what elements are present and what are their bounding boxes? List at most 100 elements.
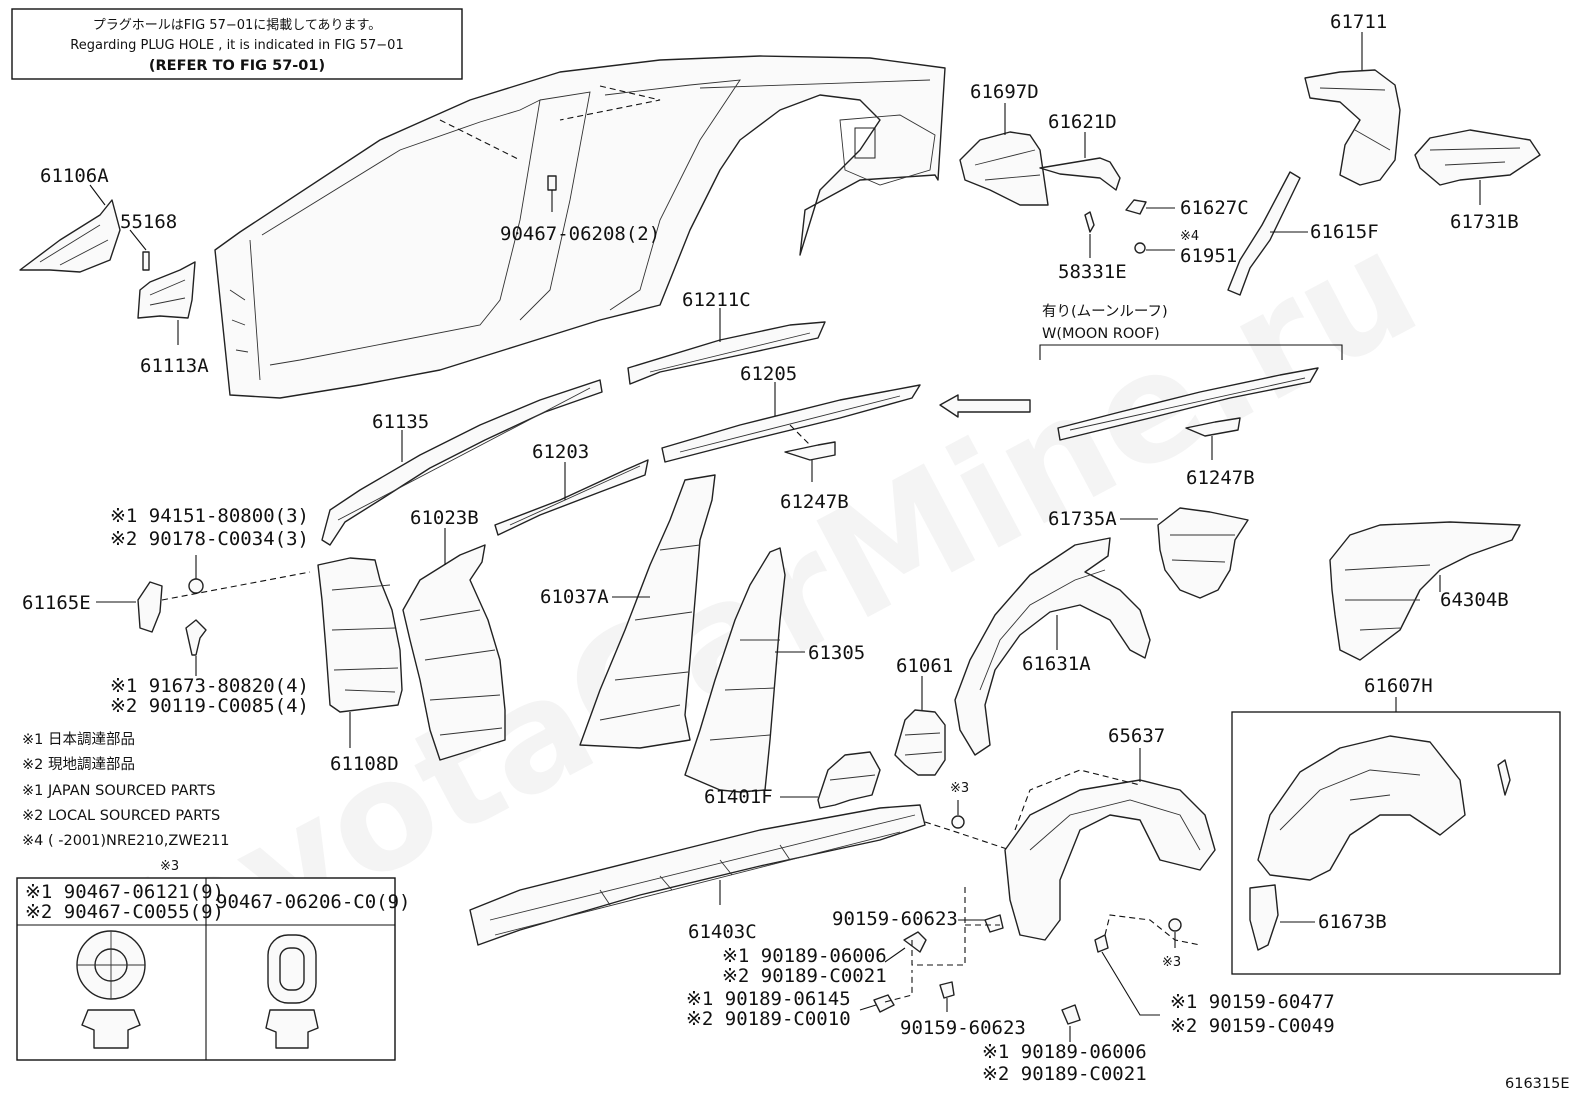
legend-2: ※2 現地調達部品 bbox=[22, 756, 135, 773]
part-61135: 61135 bbox=[321, 379, 603, 546]
moonroof-en: W(MOON ROOF) bbox=[1042, 326, 1160, 342]
part-61165E: 61165E ※1 94151-80800(3) ※2 90178-C0034(… bbox=[22, 505, 311, 717]
part-61023B: 61023B bbox=[402, 507, 506, 761]
label-mark3-a: ※3 bbox=[950, 781, 969, 796]
label-61731B: 61731B bbox=[1450, 211, 1519, 233]
clip-90467-06208: 90467-06208(2) bbox=[500, 175, 660, 245]
part-61401F: 61401F bbox=[704, 751, 881, 809]
label-61951-mark: ※4 bbox=[1180, 229, 1199, 244]
label-61165E: 61165E bbox=[22, 592, 91, 614]
label-06006-d: ※2 90189-C0021 bbox=[982, 1063, 1147, 1085]
label-61211C: 61211C bbox=[682, 289, 751, 311]
part-58331E: 58331E bbox=[1058, 211, 1127, 283]
plug-hole-note: プラグホールはFIG 57−01に掲載してあります。 Regarding PLU… bbox=[11, 8, 463, 80]
part-61211C: 61211C bbox=[627, 289, 826, 385]
label-61607H: 61607H bbox=[1364, 675, 1433, 697]
label-61621D: 61621D bbox=[1048, 111, 1117, 133]
clip-table-mark: ※3 bbox=[160, 859, 179, 874]
label-60477-a: ※1 90159-60477 bbox=[1170, 991, 1335, 1013]
part-61113A: 61113A bbox=[137, 261, 209, 377]
part-61205: 61205 bbox=[661, 363, 921, 463]
part-61631A: 61631A bbox=[954, 537, 1151, 756]
label-61106A: 61106A bbox=[40, 165, 109, 187]
label-61401F: 61401F bbox=[704, 786, 773, 808]
label-61631A: 61631A bbox=[1022, 653, 1091, 675]
note-line-3: (REFER TO FIG 57-01) bbox=[149, 58, 325, 74]
label-61627C: 61627C bbox=[1180, 197, 1249, 219]
label-61203: 61203 bbox=[532, 441, 589, 463]
label-61061: 61061 bbox=[896, 655, 953, 677]
label-61037A: 61037A bbox=[540, 586, 609, 608]
part-61305: 61305 bbox=[684, 547, 865, 793]
clip-table-left-b: ※2 90467-C0055(9) bbox=[25, 901, 224, 923]
label-06006-a: ※1 90189-06006 bbox=[722, 945, 887, 967]
moonroof-group: 有り(ムーンルーフ) W(MOON ROOF) 61247B bbox=[939, 303, 1343, 489]
label-61247B-moonroof: 61247B bbox=[1186, 467, 1255, 489]
clip-mark3-center: ※3 bbox=[924, 781, 1011, 851]
label-61113A: 61113A bbox=[140, 355, 209, 377]
clip-table-right: 90467-06206-C0(9) bbox=[216, 891, 410, 913]
label-06006-c: ※1 90189-06006 bbox=[982, 1041, 1147, 1063]
label-60477-b: ※2 90159-C0049 bbox=[1170, 1015, 1335, 1037]
label-61205: 61205 bbox=[740, 363, 797, 385]
label-06145-a: ※1 90189-06145 bbox=[686, 988, 851, 1010]
part-61621D: 61621D bbox=[1039, 111, 1121, 191]
bolt-icon bbox=[185, 619, 207, 656]
label-61711: 61711 bbox=[1330, 11, 1387, 33]
label-06145-b: ※2 90189-C0010 bbox=[686, 1008, 851, 1030]
label-61673B: 61673B bbox=[1318, 911, 1387, 933]
label-61951: 61951 bbox=[1180, 245, 1237, 267]
label-06006-b: ※2 90189-C0021 bbox=[722, 965, 887, 987]
label-bolt1-a: ※1 94151-80800(3) bbox=[110, 505, 309, 527]
part-61711: 61711 bbox=[1304, 11, 1401, 186]
note-line-2: Regarding PLUG HOLE , it is indicated in… bbox=[70, 38, 403, 53]
label-bolt2-a: ※1 91673-80820(4) bbox=[110, 675, 309, 697]
part-61731B: 61731B bbox=[1414, 129, 1541, 233]
part-61627C: 61627C bbox=[1125, 197, 1249, 219]
label-60623-b: 90159-60623 bbox=[900, 1017, 1026, 1039]
label-bolt2-b: ※2 90119-C0085(4) bbox=[110, 695, 309, 717]
legend-4: ※2 LOCAL SOURCED PARTS bbox=[22, 808, 220, 824]
clip-table-left-a: ※1 90467-06121(9) bbox=[25, 881, 224, 903]
label-61403C: 61403C bbox=[688, 921, 757, 943]
label-55168: 55168 bbox=[120, 211, 177, 233]
clip-table: ※3 ※1 90467-06121(9) ※2 90467-C0055(9) 9… bbox=[16, 859, 410, 1061]
label-bolt1-b: ※2 90178-C0034(3) bbox=[110, 528, 309, 550]
label-61305: 61305 bbox=[808, 642, 865, 664]
label-61615F: 61615F bbox=[1310, 221, 1379, 243]
part-55168: 55168 bbox=[120, 211, 177, 271]
part-61106A: 61106A bbox=[19, 165, 121, 273]
part-61951: ※4 61951 bbox=[1134, 229, 1237, 267]
nut-icon bbox=[188, 578, 204, 594]
label-60623-a: 90159-60623 bbox=[832, 908, 958, 930]
label-61697D: 61697D bbox=[970, 81, 1039, 103]
legend-5: ※4 ( -2001)NRE210,ZWE211 bbox=[22, 833, 230, 849]
clip-icon bbox=[1497, 759, 1511, 796]
part-61247B-center: 61247B bbox=[780, 424, 849, 513]
part-61615F: 61615F bbox=[1227, 171, 1379, 296]
clip-9067-06121-icon bbox=[76, 930, 146, 1049]
label-61247B-center: 61247B bbox=[780, 491, 849, 513]
label-61735A: 61735A bbox=[1048, 508, 1117, 530]
part-65637: 65637 bbox=[1004, 725, 1216, 941]
part-61037A: 61037A bbox=[540, 474, 716, 749]
label-64304B: 64304B bbox=[1440, 589, 1509, 611]
arrow-icon bbox=[939, 394, 1031, 418]
part-61403C: 61403C bbox=[469, 804, 926, 946]
legend: ※1 日本調達部品 ※2 現地調達部品 ※1 JAPAN SOURCED PAR… bbox=[22, 731, 230, 849]
body-side-outer-panel bbox=[214, 55, 946, 399]
legend-1: ※1 日本調達部品 bbox=[22, 731, 135, 748]
part-61607H: 61607H 61673B bbox=[1231, 675, 1561, 975]
part-64304B: 64304B bbox=[1329, 521, 1521, 661]
label-90467-06208: 90467-06208(2) bbox=[500, 223, 660, 245]
clip-90467-06206-icon bbox=[265, 934, 319, 1049]
figure-id: 616315E bbox=[1505, 1076, 1570, 1092]
part-61735A: 61735A bbox=[1048, 507, 1249, 599]
liner-fasteners: 90159-60623 ※1 90189-06006 ※2 90189-C002… bbox=[686, 885, 1335, 1085]
part-61203: 61203 bbox=[494, 441, 649, 536]
label-61108D: 61108D bbox=[330, 753, 399, 775]
part-61061: 61061 bbox=[894, 655, 953, 776]
legend-3: ※1 JAPAN SOURCED PARTS bbox=[22, 783, 216, 799]
part-61697D: 61697D bbox=[959, 81, 1049, 206]
